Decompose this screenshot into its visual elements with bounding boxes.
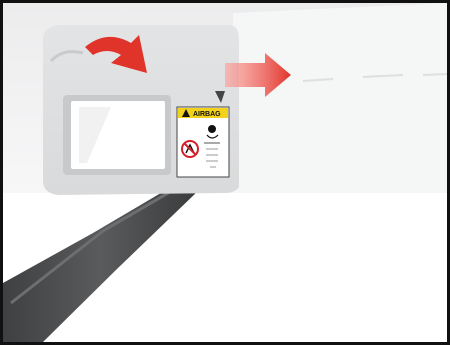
a-pillar	[3, 187, 198, 342]
headliner-right	[233, 3, 447, 193]
airbag-label-text: AIRBAG	[193, 111, 221, 118]
airbag-warning-label: AIRBAG	[177, 107, 229, 177]
no-child-seat-icon	[182, 141, 198, 157]
sun-visor-illustration: AIRBAG	[3, 3, 447, 342]
